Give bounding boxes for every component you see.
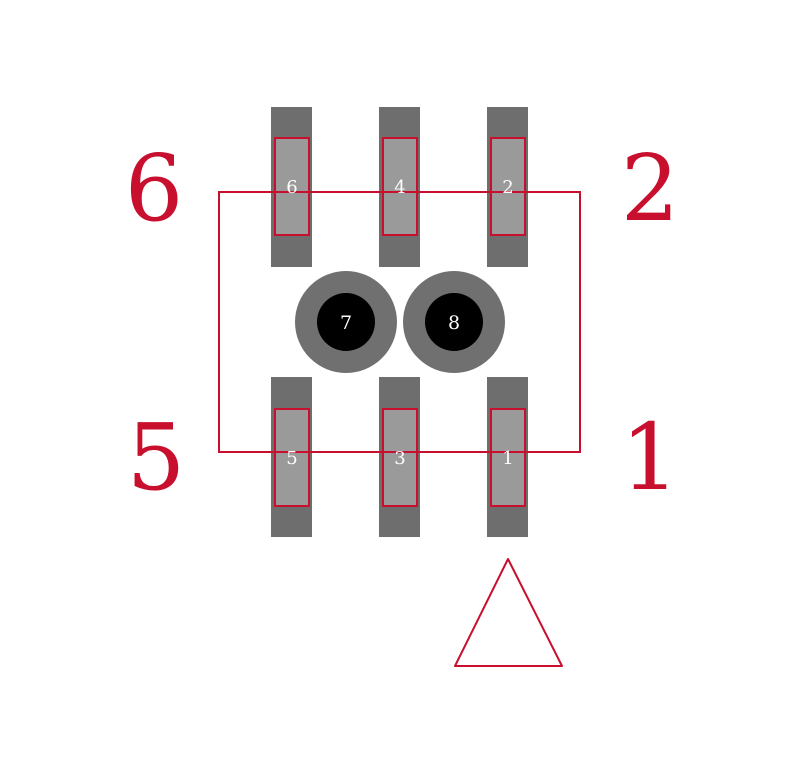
pad-4-inner — [382, 137, 418, 236]
pad-number-2: 2 — [502, 177, 513, 198]
pad-2-inner — [490, 137, 526, 236]
via-number-7: 7 — [340, 312, 352, 334]
pad-number-6: 6 — [286, 177, 297, 198]
pad-3-inner — [382, 408, 418, 507]
pad-number-4: 4 — [394, 177, 405, 198]
pad-1-inner — [490, 408, 526, 507]
via-7-hole — [317, 293, 375, 351]
corner-label-top-left: 6 — [125, 135, 184, 242]
via-8-hole — [425, 293, 483, 351]
pad-5-inner — [274, 408, 310, 507]
corner-label-top-right: 2 — [621, 135, 680, 242]
pad-number-3: 3 — [394, 448, 405, 469]
pin1-marker-triangle-icon — [454, 558, 563, 667]
pad-number-1: 1 — [502, 448, 513, 469]
pad-6-inner — [274, 137, 310, 236]
corner-label-bottom-left: 5 — [127, 404, 186, 511]
via-number-8: 8 — [448, 312, 460, 334]
pad-number-5: 5 — [286, 448, 297, 469]
corner-label-bottom-right: 1 — [621, 404, 680, 511]
